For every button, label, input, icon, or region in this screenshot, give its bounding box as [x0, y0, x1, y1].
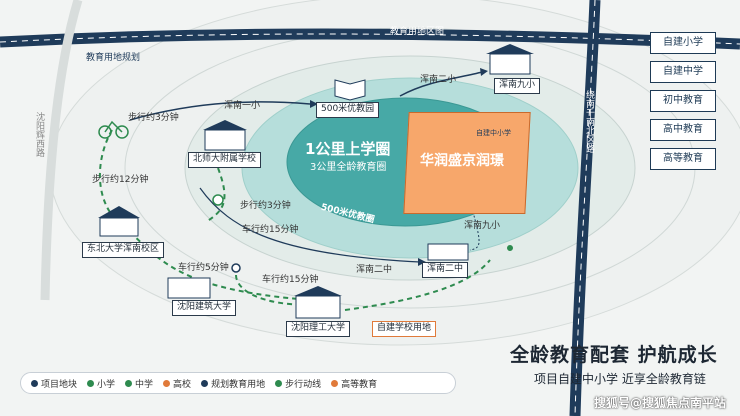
sjzu-label: 沈阳建筑大学: [172, 300, 237, 316]
neu-label: 东北大学浑南校区: [82, 242, 165, 258]
project-name: 华润盛京润璟: [420, 153, 504, 169]
circle-1km-label: 1公里上学圈: [305, 140, 391, 158]
legend-dot-icon: [331, 379, 339, 387]
legend-item: 中学: [125, 377, 153, 390]
sidebar-item-1: 自建中学: [650, 61, 716, 83]
slogan-subtitle: 项目自建中小学 近享全龄教育链: [534, 372, 706, 386]
walk-3-label-1: 步行约3分钟: [128, 113, 179, 123]
drive-15-label-1: 车行约15分钟: [242, 225, 299, 235]
sut-label: 沈阳理工大学: [286, 321, 351, 337]
hunnan9-small-label: 浑南九小: [464, 221, 501, 231]
legend-dot-icon: [31, 379, 38, 387]
drive-5-label: 车行约5分钟: [178, 263, 229, 273]
legend-item: 规划教育用地: [201, 377, 265, 390]
hunnan1-label: 浑南一小: [224, 101, 261, 111]
drive-15-label-2: 车行约15分钟: [262, 275, 319, 285]
walk-12-label: 步行约12分钟: [92, 175, 149, 185]
bnu-label: 北师大附属学校: [188, 152, 262, 168]
hunnan2-route-label: 浑南二中: [356, 265, 393, 275]
hunnan9-label: 浑南九小: [494, 78, 541, 94]
building-icon-sut: [294, 286, 342, 319]
watermark: 搜狐号@搜狐焦点南平站: [594, 396, 727, 410]
building-icon-hunnan2: [427, 243, 469, 261]
legend-item: 步行动线: [275, 377, 321, 390]
legend-item: 小学: [87, 377, 115, 390]
legend: 项目地块 小学 中学 高校 规划教育用地 步行动线 高等教育: [20, 372, 456, 394]
slogan-title: 全龄教育配套 护航成长: [510, 344, 718, 366]
legend-item: 高等教育: [331, 377, 377, 390]
legend-dot-icon: [87, 379, 95, 387]
building-icon-neu: [98, 206, 140, 237]
self-built-label: 自建学校用地: [372, 321, 437, 337]
circle-3km-label: 3公里全龄教育圈: [310, 162, 387, 173]
sidebar-item-4: 高等教育: [650, 148, 716, 170]
walk-3-label-2: 步行约3分钟: [240, 201, 291, 211]
book-icon: [334, 79, 366, 101]
right-road-label: 绕南千南北区路: [584, 90, 594, 153]
legend-item: 高校: [163, 377, 191, 390]
hunnan2-route-top-label: 浑南二小: [420, 75, 457, 85]
sidebar-item-2: 初中教育: [650, 90, 716, 112]
top-road-label: 教育用地区图: [390, 27, 445, 37]
sidebar-item-3: 高中教育: [650, 119, 716, 141]
building-icon-hunnan9: [486, 44, 534, 75]
legend-dot-icon: [201, 379, 209, 387]
building-icon-sjzu: [167, 277, 211, 299]
left-road-label: 沈阳辉西路: [34, 112, 44, 157]
bicycle-icon: [98, 120, 129, 139]
project-badge: 自建中小学: [476, 129, 511, 137]
legend-dot-icon: [163, 379, 171, 387]
legend-dot-icon: [275, 379, 283, 387]
planning-label: 教育用地规划: [86, 53, 141, 63]
legend-item: 项目地块: [31, 377, 77, 390]
sidebar-item-0: 自建小学: [650, 32, 716, 54]
school-500-label: 500米优教园: [316, 102, 380, 118]
building-icon-bnu: [203, 120, 247, 151]
hunnan2-label: 浑南二中: [422, 262, 469, 278]
legend-dot-icon: [125, 379, 133, 387]
